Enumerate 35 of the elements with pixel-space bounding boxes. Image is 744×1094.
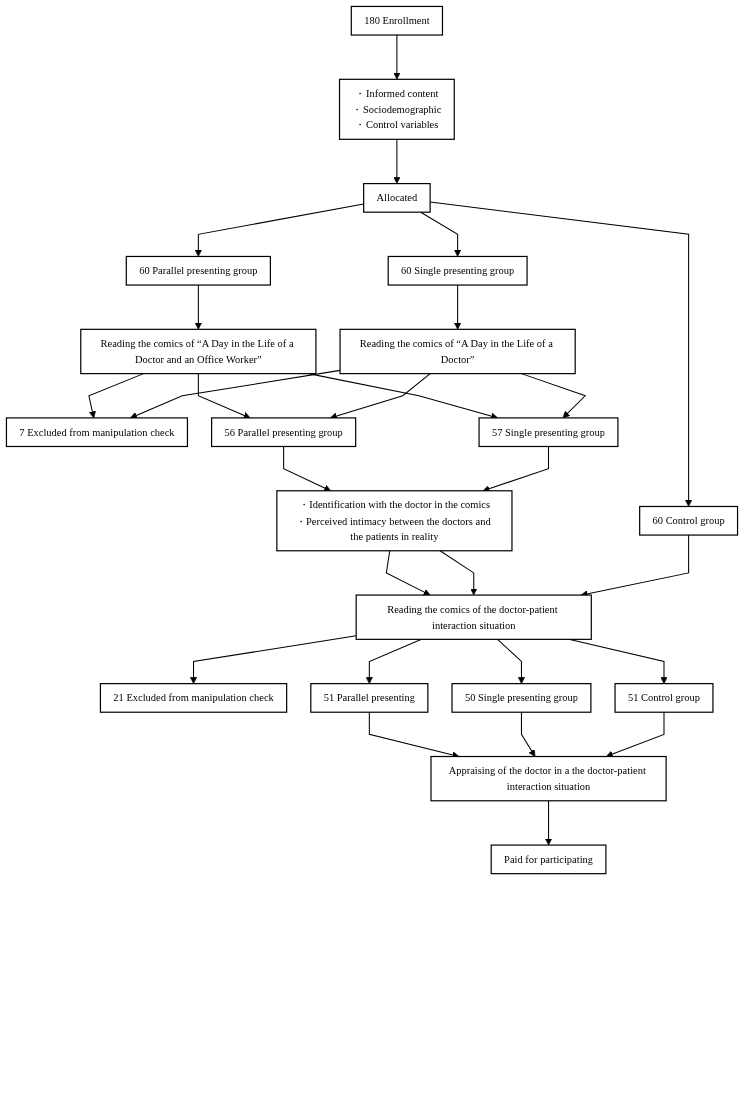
node-box: 60 Single presenting group [387, 255, 528, 286]
node-box: ・Informed content ・Sociodemographic ・Control variables [338, 78, 455, 140]
node-box: 50 Single presenting group [451, 683, 592, 713]
node-box: 21 Excluded from manipulation check [99, 683, 288, 713]
arrow [497, 638, 525, 684]
arrow [393, 138, 401, 184]
arrow [605, 711, 665, 758]
node-box: 51 Control group [614, 683, 714, 713]
arrow [283, 445, 331, 492]
node-box: 60 Control group [639, 505, 739, 536]
node-box: 7 Excluded from manipulation check [5, 417, 189, 448]
node-box: Allocated [363, 183, 431, 213]
node-box: Reading the comics of “A Day in the Life of a Doctor” [339, 328, 576, 375]
node-box: Appraising of the doctor in a the doctor-patient interaction situation [430, 755, 667, 802]
node-box: Paid for participating [490, 844, 607, 875]
arrow [385, 550, 431, 596]
arrow [454, 284, 462, 330]
arrow [194, 284, 202, 330]
node-box: 51 Parallel presenting [310, 683, 429, 713]
node-box: 56 Parallel presenting group [211, 417, 357, 448]
arrow [88, 373, 145, 419]
node-box: ・Identification with the doctor in the comics ・Perceived intimacy between the doctors and the patients in reality [276, 490, 513, 552]
node-box: Reading the comics of the doctor-patient interaction situation [355, 594, 592, 640]
arrow [190, 635, 357, 684]
arrow [420, 211, 462, 257]
node-box: 60 Parallel presenting group [125, 255, 271, 286]
node-box: Reading the comics of “A Day in the Life of a Doctor and an Office Worker” [80, 328, 317, 375]
arrow [393, 34, 401, 80]
arrow [130, 369, 341, 419]
arrow [439, 550, 478, 596]
arrow [197, 373, 251, 419]
node-box: 57 Single presenting group [478, 417, 619, 448]
arrow [520, 711, 536, 757]
arrow [545, 800, 553, 846]
node-box: 180 Enrollment [350, 5, 444, 36]
